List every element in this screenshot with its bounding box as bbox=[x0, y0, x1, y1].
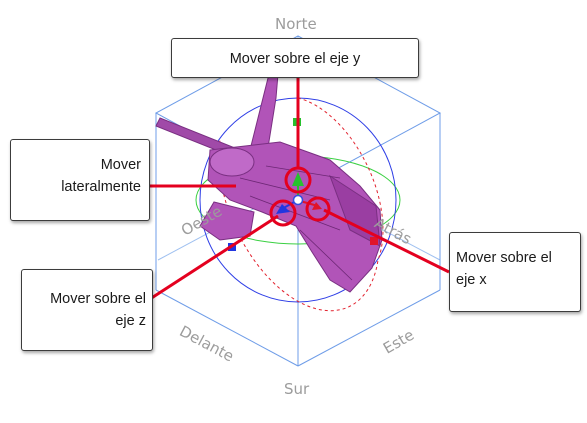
callout-move-y-text: Mover sobre el eje y bbox=[229, 51, 361, 67]
callout-move-x-axis: Mover sobre el eje x bbox=[449, 232, 581, 312]
callout-move-z-axis: Mover sobre el eje z bbox=[21, 269, 153, 351]
cube-label-south[interactable]: Sur bbox=[284, 380, 310, 398]
callout-move-z-line2: eje z bbox=[115, 313, 146, 329]
cube-label-north[interactable]: Norte bbox=[275, 15, 317, 33]
callout-move-z-line1: Mover sobre el bbox=[50, 291, 146, 307]
callout-move-lateral-line2: lateralmente bbox=[61, 179, 141, 195]
callout-move-y-axis: Mover sobre el eje y bbox=[171, 38, 419, 78]
callout-move-x-line1: Mover sobre el bbox=[456, 250, 552, 266]
callout-move-lateral-line1: Mover bbox=[100, 157, 141, 173]
callout-move-lateral: Mover lateralmente bbox=[10, 139, 150, 221]
callout-connectors bbox=[149, 78, 450, 301]
spaceship-model-icon[interactable] bbox=[155, 73, 383, 293]
callout-move-x-line2: eje x bbox=[456, 272, 487, 288]
